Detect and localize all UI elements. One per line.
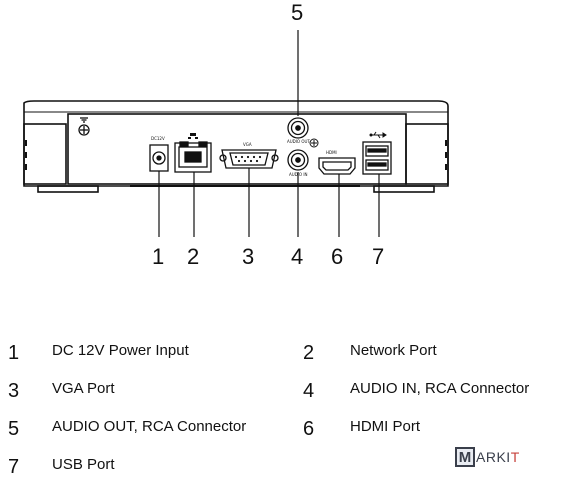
audio-plus-icon [309,138,319,148]
legend-num-4: 4 [303,380,315,402]
callout-1: 1 [152,244,164,269]
watermark-text-accent: T [510,449,520,465]
audio-out-rca [287,117,309,139]
watermark-text: ARKIT [476,449,520,465]
network-port [174,141,212,173]
power-port-label: DC12V [151,136,165,141]
legend-label-2: Network Port [350,342,437,359]
legend-label-4: AUDIO IN, RCA Connector [350,380,530,397]
ground-screw-icon [78,117,90,136]
legend-label-6: HDMI Port [350,418,421,435]
usb-ports [362,141,392,175]
legend-num-6: 6 [303,418,315,440]
vga-port [219,149,279,169]
dc-power-jack [149,144,169,172]
rear-panel-diagram: DC12V VGA AUDIO OUT AUDIO IN [23,0,449,269]
right-foot [373,185,435,193]
left-foot [37,185,99,193]
audio-in-rca [287,149,309,171]
legend-label-1: DC 12V Power Input [52,342,189,359]
chassis-body [23,100,449,187]
vga-pins [234,155,262,163]
legend-label-7: USB Port [52,456,115,473]
hdmi-port [318,157,356,175]
legend-num-1: 1 [8,342,20,364]
markit-watermark: M ARKIT [455,446,520,468]
audio-out-label: AUDIO OUT [287,139,310,144]
callout-2: 2 [187,244,199,269]
callout-3: 3 [242,244,254,269]
callout-7: 7 [372,244,384,269]
leader-lines [158,30,380,237]
callout-5: 5 [291,0,303,25]
network-icon [188,133,198,139]
legend-num-5: 5 [8,418,20,440]
watermark-logo-box: M [455,447,475,467]
usb-icon [369,131,387,139]
legend-label-3: VGA Port [52,380,115,397]
callout-4: 4 [291,244,303,269]
legend-num-3: 3 [8,380,20,402]
callout-6: 6 [331,244,343,269]
legend-label-5: AUDIO OUT, RCA Connector [52,418,247,435]
watermark-text-main: ARKI [476,449,511,465]
vga-port-label: VGA [243,142,252,147]
hdmi-port-label: HDMI [326,150,337,155]
left-side-panel [23,123,67,185]
legend-num-7: 7 [8,456,20,478]
rear-plate [67,113,407,185]
legend-num-2: 2 [303,342,315,364]
right-side-panel [405,123,449,185]
